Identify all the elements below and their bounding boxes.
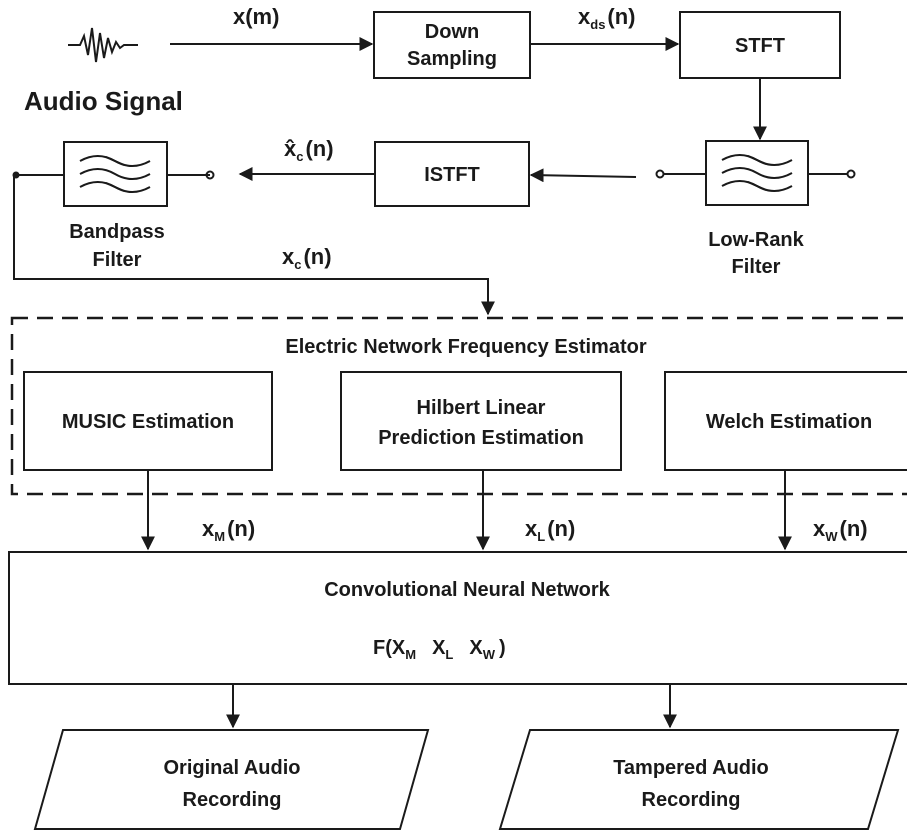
signal-xc-tail: (n) <box>303 244 331 269</box>
tampered-label-2: Recording <box>642 789 741 811</box>
audio-signal-label: Audio Signal <box>24 86 183 116</box>
formula-xm-sub: M <box>405 647 416 662</box>
signal-xL-sub: L <box>537 529 545 544</box>
signal-xM: xM(n) <box>202 516 255 544</box>
signal-xM-base: x <box>202 516 215 541</box>
enf-estimator-title: Electric Network Frequency Estimator <box>285 336 646 358</box>
bandpass-label-2: Filter <box>93 249 142 271</box>
signal-xhat-tail: (n) <box>305 136 333 161</box>
signal-xL-tail: (n) <box>547 516 575 541</box>
istft-label: ISTFT <box>424 164 480 186</box>
signal-xc-base: x <box>282 244 295 269</box>
bandpass-label-1: Bandpass <box>69 221 165 243</box>
tampered-label-1: Tampered Audio <box>613 757 769 779</box>
hilbert-box <box>340 371 622 471</box>
tampered-recording-shape <box>498 729 900 830</box>
signal-xds-base: x <box>578 4 591 29</box>
down-sampling-label-1: Down <box>425 21 479 43</box>
signal-xW-tail: (n) <box>840 516 868 541</box>
wire-xc <box>13 175 495 316</box>
lowrank-label-1: Low-Rank <box>708 229 804 251</box>
signal-xhat-base: x̂ <box>284 136 297 161</box>
signal-xc-sub: c <box>294 257 301 272</box>
original-label-2: Recording <box>183 789 282 811</box>
signal-xds-tail: (n) <box>607 4 635 29</box>
original-label-1: Original Audio <box>163 757 300 779</box>
signal-xL: xL(n) <box>525 516 575 544</box>
signal-xW: xW(n) <box>813 516 868 544</box>
signal-xhat-sub: c <box>296 149 303 164</box>
original-recording-shape <box>33 729 430 830</box>
stft-label: STFT <box>735 35 785 57</box>
formula-xl-sub: L <box>445 647 453 662</box>
signal-xc: xc(n) <box>282 244 332 272</box>
formula-xm-base: X <box>392 637 406 659</box>
signal-xds: xds(n) <box>578 4 636 32</box>
signal-xW-sub: W <box>825 529 838 544</box>
arrow-to-istft <box>529 168 637 183</box>
lowrank-filter-icon <box>721 154 793 192</box>
welch-box <box>664 371 907 471</box>
lowrank-terminal-left <box>655 169 665 179</box>
bandpass-filter-icon <box>79 155 151 193</box>
signal-xm: x(m) <box>233 4 279 29</box>
formula-xl-base: X <box>432 637 446 659</box>
formula-xw-sub: W <box>483 647 496 662</box>
lowrank-terminal-right <box>846 169 856 179</box>
signal-xL-base: x <box>525 516 538 541</box>
cnn-label: Convolutional Neural Network <box>324 579 610 601</box>
music-box <box>23 371 273 471</box>
down-sampling-label-2: Sampling <box>407 48 497 70</box>
hilbert-label-1: Hilbert Linear <box>417 397 546 419</box>
formula-close: ) <box>499 637 506 659</box>
lowrank-label-2: Filter <box>732 256 781 278</box>
signal-xhat: x̂c(n) <box>284 136 334 164</box>
hilbert-label-2: Prediction Estimation <box>378 427 584 449</box>
signal-xds-sub: ds <box>590 17 605 32</box>
stft-box <box>679 11 841 79</box>
formula-xw-base: X <box>469 637 483 659</box>
cnn-box <box>8 551 907 685</box>
signal-xM-sub: M <box>214 529 225 544</box>
welch-label: Welch Estimation <box>706 411 872 433</box>
signal-xW-base: x <box>813 516 826 541</box>
music-label: MUSIC Estimation <box>62 411 234 433</box>
waveform-icon <box>68 27 138 63</box>
formula-open: F( <box>373 637 392 659</box>
signal-xM-tail: (n) <box>227 516 255 541</box>
